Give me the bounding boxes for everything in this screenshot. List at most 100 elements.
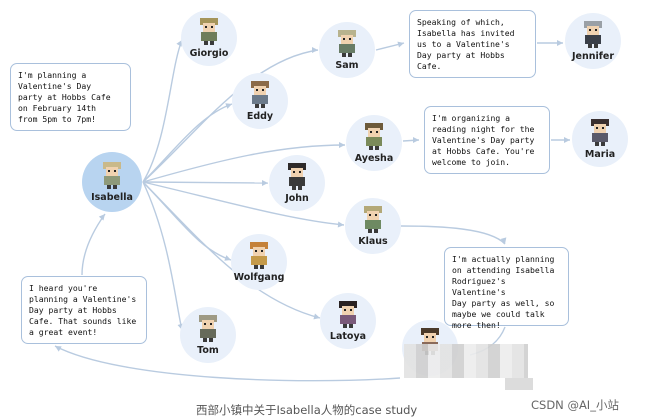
avatar-hair xyxy=(339,301,357,308)
avatar-maria xyxy=(591,119,609,146)
edges xyxy=(54,39,570,382)
arrowhead-5 xyxy=(337,221,344,228)
edge-16 xyxy=(81,213,106,276)
avatar-face xyxy=(106,167,118,176)
bubble-ayesha: I'm organizing a reading night for the V… xyxy=(424,106,550,174)
avatar-leg xyxy=(107,185,111,189)
node-label-eddy: Eddy xyxy=(247,111,274,122)
avatar-leg xyxy=(349,324,353,328)
avatar-leg xyxy=(292,186,296,190)
bubble-sam: Speaking of which, Isabella has invited … xyxy=(409,10,536,78)
arrowhead-2 xyxy=(225,103,232,109)
avatar-leg xyxy=(203,338,207,342)
node-label-maria: Maria xyxy=(585,149,615,160)
edge-3 xyxy=(142,144,346,183)
avatar-leg xyxy=(595,142,599,146)
avatar-eye xyxy=(256,89,258,91)
avatar-body xyxy=(251,256,267,265)
watermark: CSDN @AI_小站 xyxy=(531,398,619,412)
avatar-leg xyxy=(369,146,373,150)
arrowhead-14 xyxy=(55,346,62,352)
avatar-leg xyxy=(261,104,265,108)
node-label-tom: Tom xyxy=(197,345,219,356)
avatar-leg xyxy=(260,265,264,269)
node-latoya: Latoya xyxy=(320,293,376,349)
arrowhead-6 xyxy=(224,255,231,261)
arrowhead-0 xyxy=(176,40,182,47)
avatar-hair xyxy=(288,163,306,170)
node-label-giorgio: Giorgio xyxy=(190,48,229,59)
avatar-eye xyxy=(426,336,428,338)
avatar-leg xyxy=(375,146,379,150)
avatar-eye xyxy=(595,29,597,31)
avatar-face xyxy=(368,128,380,137)
avatar-face xyxy=(367,211,379,220)
node-wolfgang: Wolfgang xyxy=(231,234,287,290)
avatar-face xyxy=(594,124,606,133)
avatar-face xyxy=(587,26,599,35)
node-klaus: Klaus xyxy=(345,198,401,254)
edge-2 xyxy=(142,103,233,183)
edge-7 xyxy=(142,181,321,319)
avatar-leg xyxy=(255,104,259,108)
avatar-face xyxy=(203,23,215,32)
arrowhead-3 xyxy=(339,142,345,148)
node-label-latoya: Latoya xyxy=(330,331,366,342)
avatar-body xyxy=(592,133,608,142)
avatar-face xyxy=(424,333,436,342)
avatar-body xyxy=(585,35,601,44)
avatar-eye xyxy=(293,171,295,173)
avatar-face xyxy=(291,168,303,177)
arrowhead-1 xyxy=(312,47,318,53)
avatar-eye xyxy=(602,127,604,129)
node-tom: Tom xyxy=(180,307,236,363)
figure-caption: 西部小镇中关于Isabella人物的case study xyxy=(196,403,418,417)
avatar-leg xyxy=(204,41,208,45)
avatar-eye xyxy=(376,131,378,133)
arrowhead-4 xyxy=(262,180,268,186)
avatar-hair xyxy=(365,123,383,130)
node-sam: Sam xyxy=(319,22,375,78)
avatar-body xyxy=(340,315,356,324)
avatar-leg xyxy=(113,185,117,189)
avatar-face xyxy=(341,35,353,44)
avatar-leg xyxy=(343,324,347,328)
avatar-leg xyxy=(348,53,352,57)
avatar-eye xyxy=(350,309,352,311)
avatar-eye xyxy=(369,214,371,216)
node-ayesha: Ayesha xyxy=(346,115,402,171)
avatar-latoya xyxy=(339,301,357,328)
avatar-hair xyxy=(364,206,382,213)
edge-8 xyxy=(142,181,183,331)
avatar-hair xyxy=(591,119,609,126)
avatar-leg xyxy=(588,44,592,48)
edge-4 xyxy=(142,181,269,184)
avatar-face xyxy=(254,86,266,95)
avatar-eye xyxy=(375,214,377,216)
avatar-hair xyxy=(421,328,439,335)
edge-1 xyxy=(142,49,319,183)
avatar-eye xyxy=(589,29,591,31)
avatar-eye xyxy=(370,131,372,133)
edge-5 xyxy=(142,181,345,226)
avatar-john xyxy=(288,163,306,190)
avatar-tom xyxy=(199,315,217,342)
node-john: John xyxy=(269,155,325,211)
arrowhead-10 xyxy=(557,40,563,46)
avatar-leg xyxy=(342,53,346,57)
node-giorgio: Giorgio xyxy=(181,10,237,66)
avatar-eye xyxy=(349,38,351,40)
arrowhead-9 xyxy=(397,41,404,48)
avatar-leg xyxy=(368,229,372,233)
avatar-klaus xyxy=(364,206,382,233)
avatar-leg xyxy=(210,41,214,45)
avatar-body xyxy=(289,177,305,186)
avatar-eye xyxy=(211,26,213,28)
avatar-leg xyxy=(209,338,213,342)
avatar-body xyxy=(104,176,120,185)
node-label-ayesha: Ayesha xyxy=(355,153,393,164)
avatar-wolfgang xyxy=(250,242,268,269)
bubble-isabella: I'm planning a Valentine's Day party at … xyxy=(10,63,131,131)
